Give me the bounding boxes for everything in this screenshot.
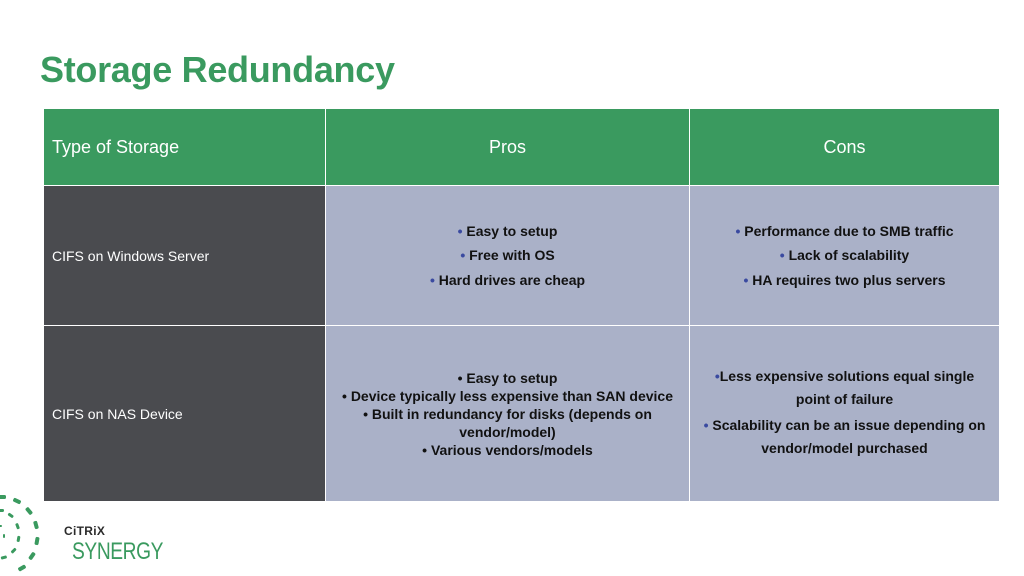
slide-title: Storage Redundancy (40, 49, 395, 90)
list-item: • Device typically less expensive than S… (342, 387, 673, 404)
cons-cell: • Performance due to SMB traffic • Lack … (689, 185, 1000, 326)
table-row: CIFS on Windows Server • Easy to setup •… (43, 185, 1000, 326)
citrix-wordmark: CiTRiX (64, 524, 106, 538)
list-item: • Free with OS (460, 247, 555, 264)
table-row: CIFS on NAS Device • Easy to setup • Dev… (43, 325, 1000, 502)
storage-comparison-table: Type of Storage Pros Cons CIFS on Window… (43, 108, 1000, 502)
cons-cell: •Less expensive solutions equal single p… (689, 325, 1000, 502)
pros-list: • Easy to setup • Device typically less … (326, 369, 689, 459)
citrix-synergy-logo-mark (0, 495, 40, 572)
storage-type-cell: CIFS on Windows Server (43, 185, 326, 326)
list-item: • Easy to setup (457, 369, 558, 386)
list-item: • Various vendors/models (422, 441, 593, 458)
storage-type-cell: CIFS on NAS Device (43, 325, 326, 502)
header-pros: Pros (325, 108, 690, 186)
header-type-of-storage: Type of Storage (43, 108, 326, 186)
table-header-row: Type of Storage Pros Cons (43, 108, 1000, 186)
list-item: • Scalability can be an issue depending … (703, 416, 986, 456)
synergy-wordmark: SYNERGY (72, 538, 164, 565)
pros-cell: • Easy to setup • Device typically less … (325, 325, 690, 502)
list-item: • Hard drives are cheap (429, 271, 586, 288)
list-item: • Lack of scalability (779, 247, 910, 264)
header-cons: Cons (689, 108, 1000, 186)
cons-list: • Performance due to SMB traffic • Lack … (690, 219, 999, 293)
list-item: • HA requires two plus servers (743, 271, 946, 288)
list-item: •Less expensive solutions equal single p… (714, 367, 975, 407)
pros-cell: • Easy to setup • Free with OS • Hard dr… (325, 185, 690, 326)
list-item: • Performance due to SMB traffic (735, 222, 954, 239)
list-item: • Built in redundancy for disks (depends… (363, 405, 652, 440)
pros-list: • Easy to setup • Free with OS • Hard dr… (326, 219, 689, 293)
cons-list: •Less expensive solutions equal single p… (690, 365, 999, 460)
list-item: • Easy to setup (457, 222, 558, 239)
